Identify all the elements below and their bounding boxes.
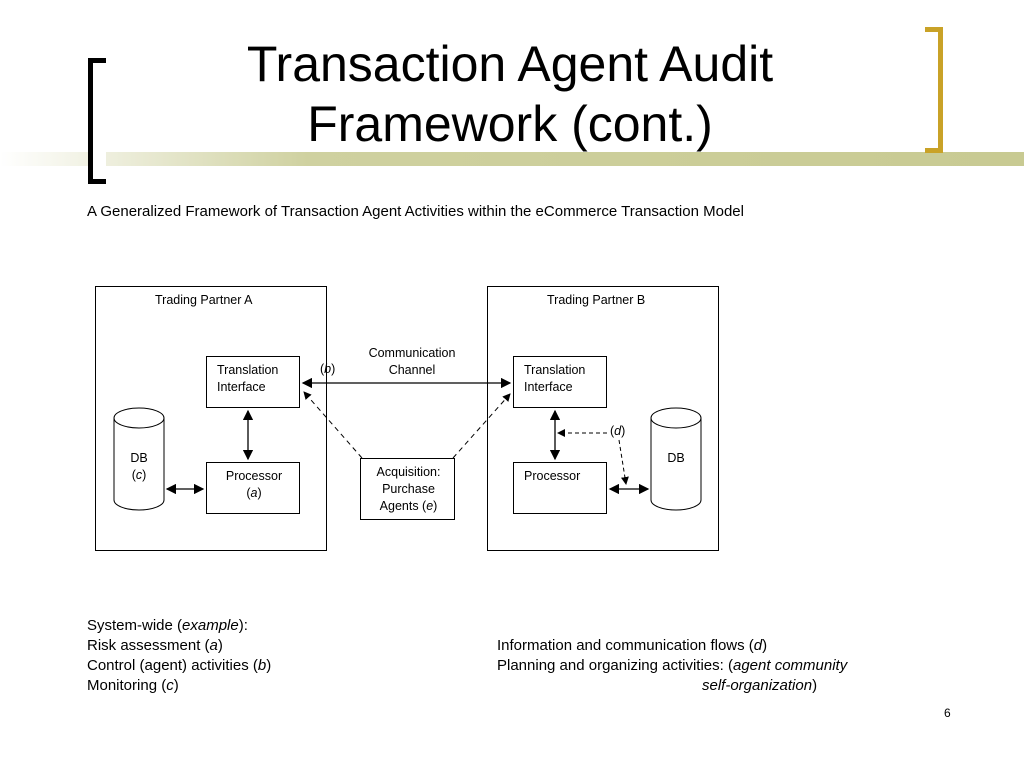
processor-b: Processor [513,462,607,514]
db-a-label: DB (c) [130,451,148,482]
right-bracket-decoration [925,27,943,153]
dashed-d-to-db-b [618,439,629,485]
db-b-label: DB [667,451,685,465]
page-number: 6 [944,706,951,720]
trading-partner-a-label: Trading Partner A [155,293,253,307]
channel-tag-b: (b) [320,362,336,376]
left-bracket-decoration [88,58,106,184]
db-cylinder-a [113,407,165,511]
dashed-acquisition-to-a [303,391,363,459]
notes-left: System-wide (example): Risk assessment (… [87,617,272,694]
acquisition-agents-box: Acquisition: Purchase Agents (e) [360,458,455,520]
notes-right: Information and communication flows (d) … [497,637,848,694]
decorative-rule [0,152,1024,166]
db-cylinder-b [650,407,702,511]
dashed-acquisition-to-b [452,393,511,459]
flow-tag-d: (d) [610,424,626,438]
trading-partner-b-label: Trading Partner B [547,293,646,307]
channel-label: Communication Channel [368,346,456,377]
slide-title: Transaction Agent Audit Framework (cont.… [246,36,774,152]
translation-interface-a: Translation Interface [206,356,300,408]
processor-a: Processor (a) [206,462,300,514]
translation-interface-b: Translation Interface [513,356,607,408]
slide-subtitle: A Generalized Framework of Transaction A… [87,203,744,220]
